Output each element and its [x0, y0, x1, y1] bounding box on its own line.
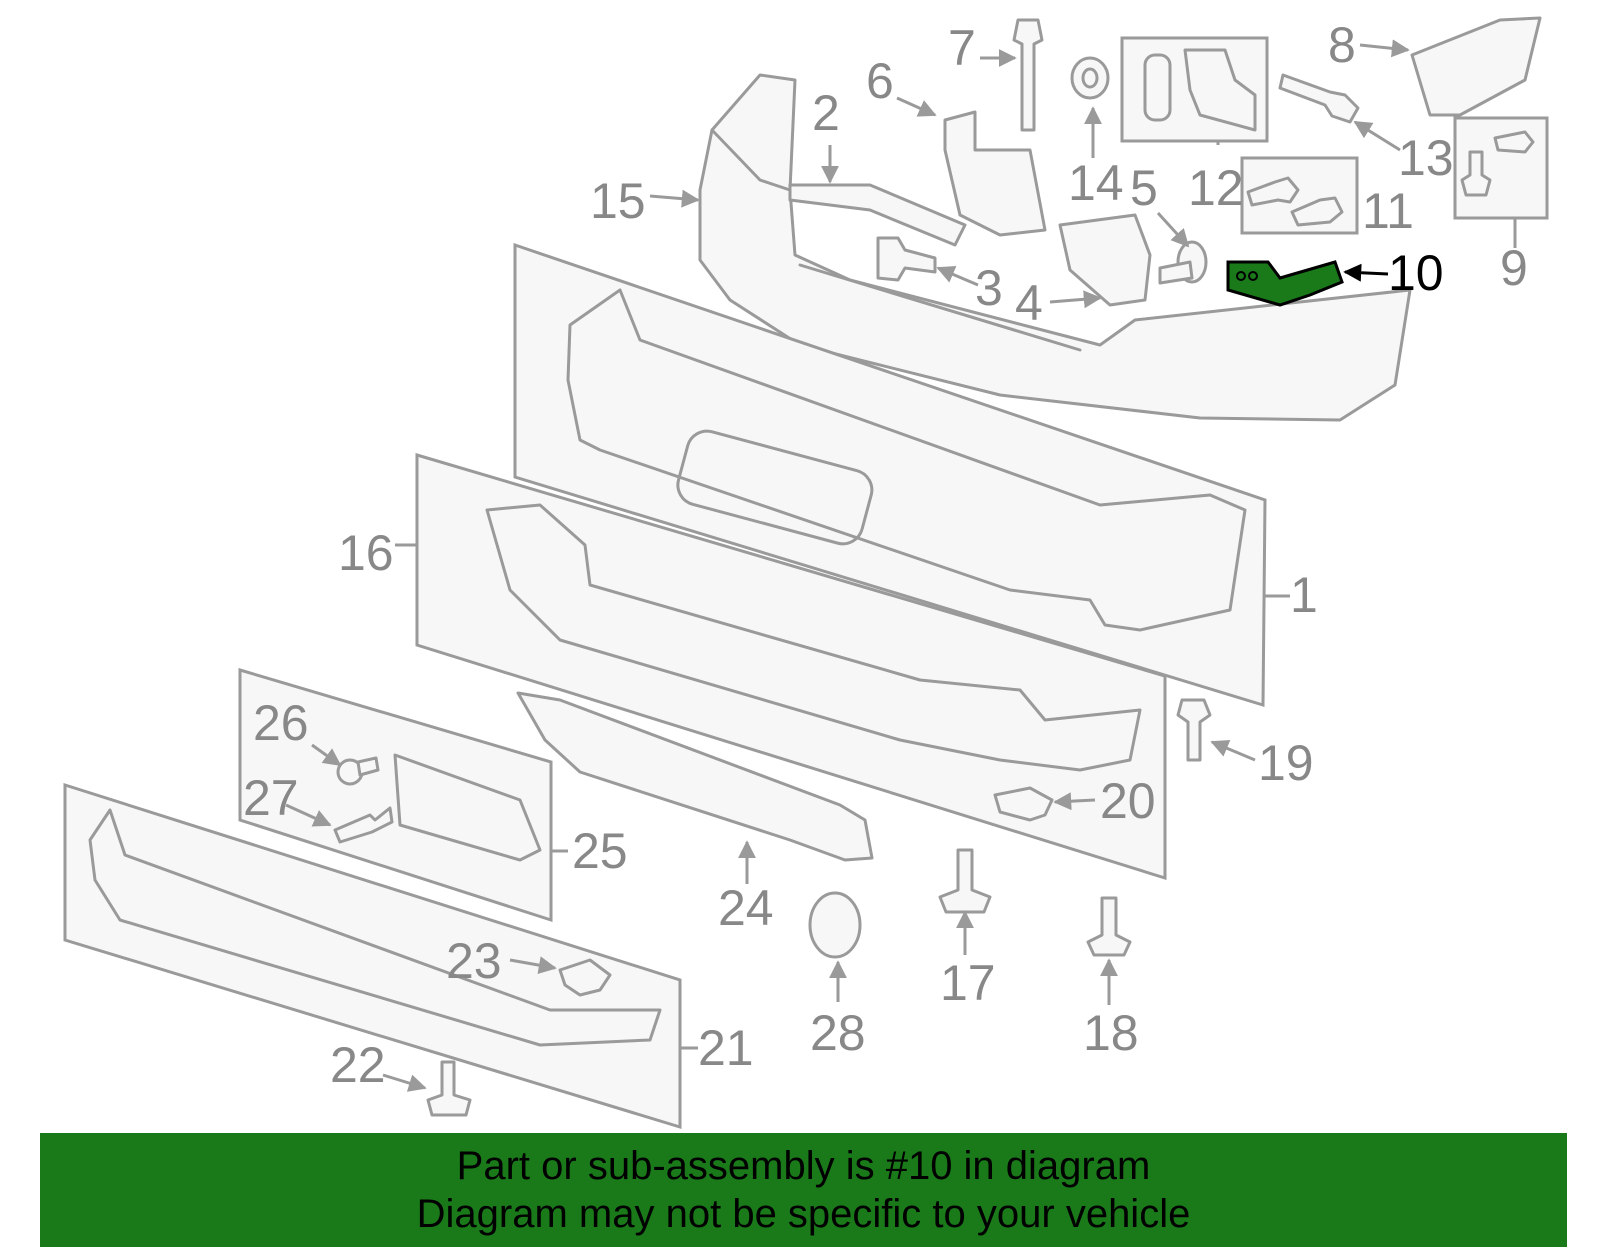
callout-10-highlighted: 10	[1388, 245, 1444, 301]
callout-14: 14	[1068, 155, 1124, 211]
leader-lines	[285, 39, 1517, 1092]
part-4-bracket	[1058, 213, 1152, 307]
part-3-bolt	[876, 236, 937, 282]
callout-16: 16	[338, 525, 394, 581]
callout-8: 8	[1328, 17, 1356, 73]
banner-line-2: Diagram may not be specific to your vehi…	[416, 1192, 1191, 1236]
callout-4: 4	[1015, 275, 1043, 331]
callout-6: 6	[866, 53, 894, 109]
part-21-panel	[63, 782, 682, 1130]
callout-22: 22	[330, 1037, 386, 1093]
callout-17: 17	[940, 955, 996, 1011]
part-12-box	[1120, 36, 1269, 143]
part-11-box	[1240, 156, 1359, 235]
callout-labels: 1 2 3 4 5 6 7 8 9 10 11 12 13 14 15 16 1…	[243, 17, 1528, 1093]
part-22-fastener	[426, 1060, 472, 1117]
part-17-fastener	[938, 848, 992, 914]
callout-3: 3	[975, 260, 1003, 316]
callout-13: 13	[1398, 130, 1454, 186]
part-16-panel	[415, 452, 1167, 881]
callout-24: 24	[718, 880, 774, 936]
callout-2: 2	[812, 85, 840, 141]
part-14-nut	[1070, 56, 1110, 100]
part-23-clip	[558, 958, 612, 997]
part-2-bracket	[788, 183, 967, 247]
part-6-bracket	[943, 110, 1047, 237]
part-1-panel	[513, 242, 1267, 708]
callout-7: 7	[948, 20, 976, 76]
callout-9: 9	[1500, 240, 1528, 296]
callout-18: 18	[1083, 1005, 1139, 1061]
part-20-clip	[993, 786, 1054, 822]
callout-28: 28	[810, 1005, 866, 1061]
callout-19: 19	[1258, 735, 1314, 791]
part-26-screw	[336, 756, 380, 786]
callout-1: 1	[1290, 567, 1318, 623]
part-24-lower-grille	[516, 691, 874, 862]
callout-20: 20	[1100, 773, 1156, 829]
part-8-bracket	[1410, 16, 1542, 117]
callout-23: 23	[446, 933, 502, 989]
part-27-pin	[333, 806, 394, 844]
part-28-cap	[808, 891, 862, 959]
callout-11: 11	[1362, 183, 1414, 239]
banner-line-1: Part or sub-assembly is #10 in diagram	[456, 1144, 1151, 1188]
part-7-bolt	[1012, 18, 1044, 132]
callout-27: 27	[243, 770, 299, 826]
part-13-bolt	[1278, 73, 1360, 124]
part-25-panel	[238, 667, 553, 923]
part-18-fastener	[1086, 896, 1132, 957]
callout-12: 12	[1188, 160, 1244, 216]
info-banner: Part or sub-assembly is #10 in diagram D…	[40, 1133, 1567, 1247]
part-5-pushpin	[1158, 240, 1208, 285]
callout-15: 15	[590, 173, 646, 229]
part-9-box	[1453, 116, 1549, 220]
part-19-bolt	[1176, 698, 1212, 762]
part-10-highlighted	[1226, 260, 1344, 307]
callout-25: 25	[572, 823, 628, 879]
callout-21: 21	[698, 1020, 754, 1076]
callout-5: 5	[1130, 160, 1158, 216]
callout-26: 26	[253, 695, 309, 751]
